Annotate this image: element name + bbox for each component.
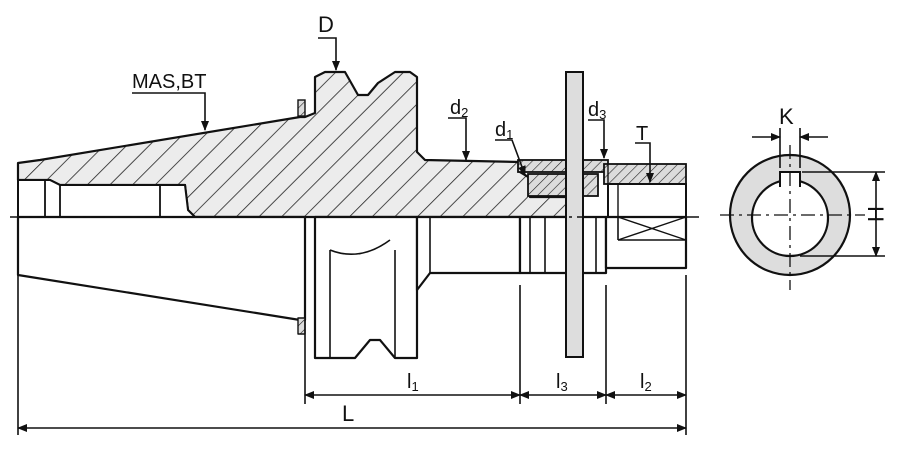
label-K: K (779, 104, 794, 129)
pilot-upper (607, 183, 687, 218)
cutter-disk (565, 71, 584, 358)
label-T: T (636, 123, 648, 145)
washer-section (527, 173, 599, 197)
label-d3: d3 (588, 99, 606, 122)
label-d1: d1 (495, 119, 513, 142)
shank-exterior (415, 215, 522, 292)
lower-exterior-view (16, 215, 688, 360)
label-mas-bt: MAS,BT (132, 71, 206, 93)
label-d2: d2 (450, 97, 468, 120)
label-l3: l3 (556, 371, 568, 394)
dimension-lines (17, 37, 885, 435)
screw-thread (603, 163, 687, 185)
collar-section (517, 159, 609, 173)
label-l2: l2 (640, 371, 652, 394)
label-l1: l1 (407, 371, 419, 394)
label-L: L (342, 401, 354, 426)
end-view (720, 145, 865, 290)
upper-section-view (16, 70, 687, 219)
set-screw-top (297, 99, 306, 117)
taper-exterior (16, 215, 307, 322)
label-D: D (318, 12, 334, 37)
labels: D MAS,BT d2 d1 d3 T l1 l3 l2 L K H (132, 12, 888, 426)
label-H: H (863, 206, 888, 222)
